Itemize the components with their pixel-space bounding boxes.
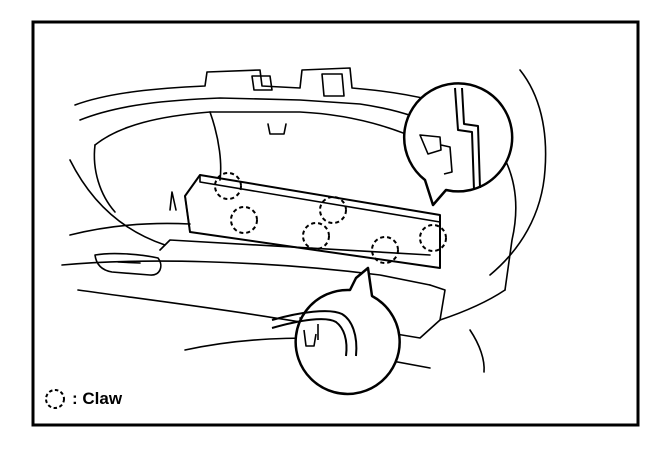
claw-marker: [371, 236, 399, 264]
upper-claw-detail: [402, 82, 514, 207]
dashed-circle-icon: [45, 389, 65, 409]
claw-markers: [214, 172, 447, 264]
claw-marker: [419, 224, 447, 252]
legend: : Claw: [44, 386, 122, 412]
legend-label: : Claw: [72, 389, 123, 408]
lower-claw-detail: [271, 266, 401, 396]
claw-marker: [214, 172, 242, 200]
claw-marker: [230, 206, 258, 234]
claw-marker: [302, 222, 330, 250]
figure-frame: [31, 20, 640, 427]
claw-marker: [319, 196, 347, 224]
